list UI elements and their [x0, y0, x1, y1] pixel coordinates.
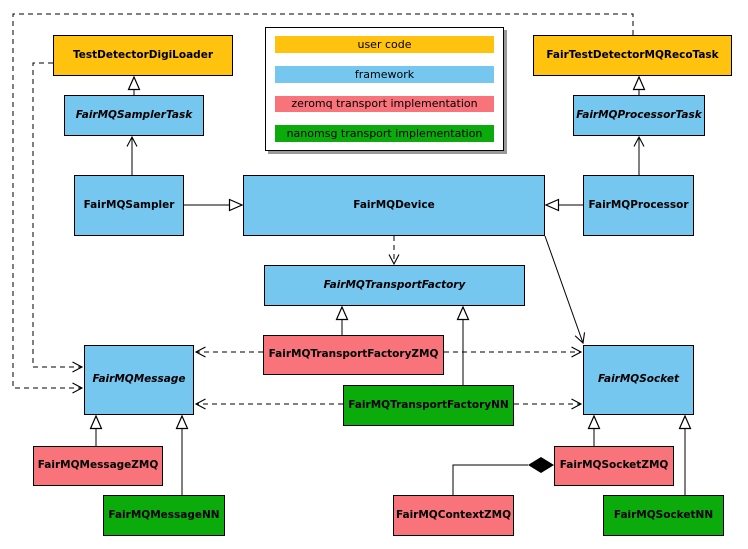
node-fairmq-message-zmq: FairMQMessageZMQ	[33, 446, 163, 486]
node-fairmq-socket-nn: FairMQSocketNN	[603, 495, 724, 536]
edge-contextzmq-to-socketzmq	[452, 464, 528, 495]
node-fairmq-transport-factory-nn: FairMQTransportFactoryNN	[343, 385, 514, 426]
composition-diamond	[528, 457, 554, 473]
legend-item-zeromq: zeromq transport implementation	[275, 95, 494, 113]
node-fairmq-processor-task: FairMQProcessorTask	[573, 95, 705, 136]
edge-device-to-socket	[544, 235, 586, 345]
node-fairmq-socket: FairMQSocket	[583, 345, 694, 415]
node-fairmq-transport-factory-zmq: FairMQTransportFactoryZMQ	[263, 335, 444, 375]
node-fairmq-context-zmq: FairMQContextZMQ	[393, 495, 514, 536]
node-fairmq-sampler-task: FairMQSamplerTask	[64, 95, 204, 136]
legend-item-nanomsg: nanomsg transport implementation	[275, 125, 494, 142]
node-fairmq-transport-factory: FairMQTransportFactory	[264, 265, 525, 306]
legend-item-user-code: user code	[275, 36, 494, 53]
legend-item-framework: framework	[275, 65, 494, 83]
node-fairmq-message-nn: FairMQMessageNN	[103, 495, 225, 536]
node-fairmq-sampler: FairMQSampler	[74, 175, 184, 236]
legend: user code framework zeromq transport imp…	[265, 27, 504, 151]
node-fairmq-processor: FairMQProcessor	[583, 175, 694, 236]
node-fair-test-detector-mq-reco-task: FairTestDetectorMQRecoTask	[533, 35, 732, 76]
node-fairmq-socket-zmq: FairMQSocketZMQ	[554, 446, 674, 486]
node-fairmq-message: FairMQMessage	[84, 345, 194, 415]
node-fairmq-device: FairMQDevice	[243, 175, 545, 236]
node-test-detector-digi-loader: TestDetectorDigiLoader	[53, 35, 233, 76]
